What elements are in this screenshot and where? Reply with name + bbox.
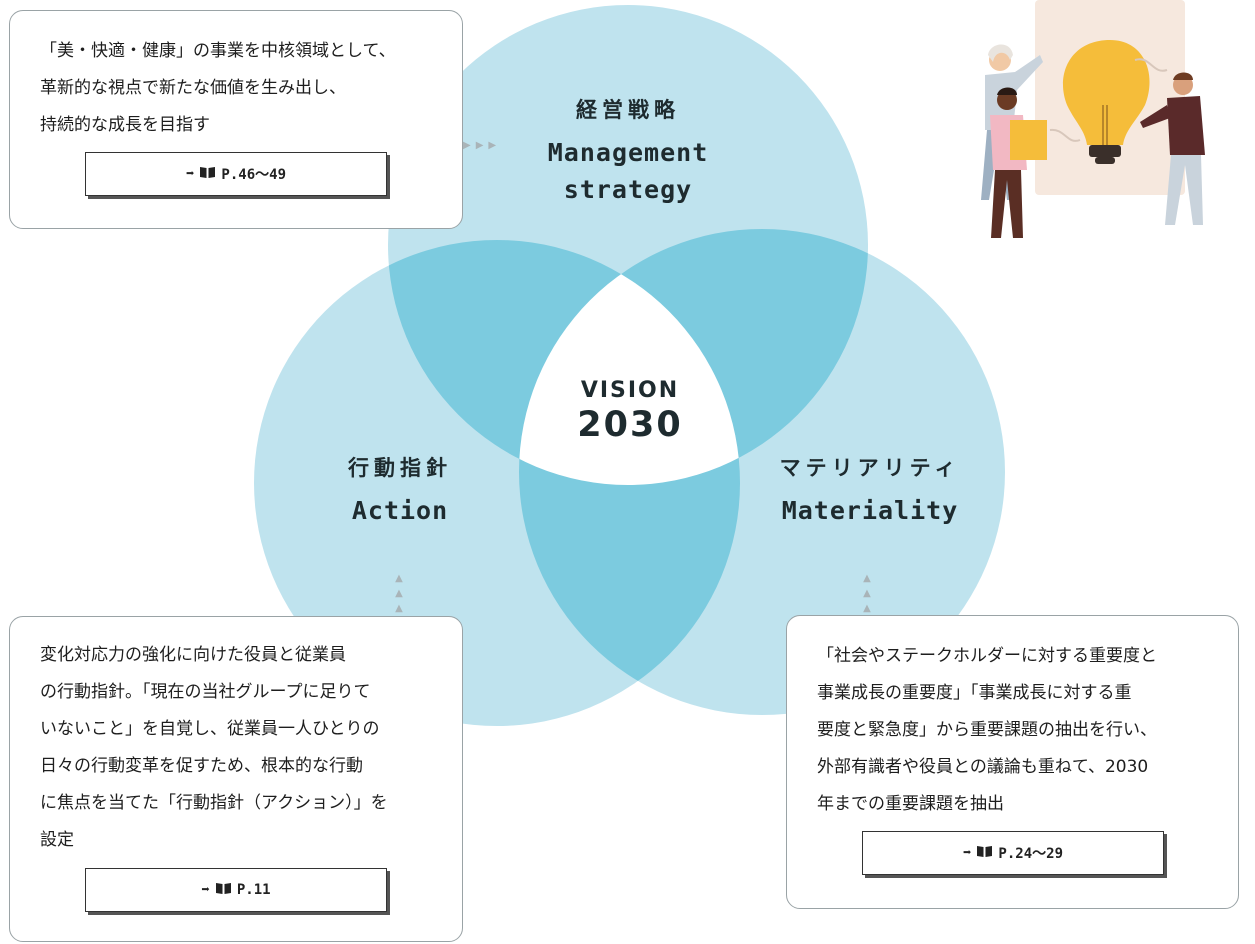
description-line: 外部有識者や役員との議論も重ねて、2030 [817,757,1149,777]
vision-title: VISION [580,378,680,403]
description-line: 革新的な視点で新たな価値を生み出し、 [40,78,346,98]
management-strategy-label: 経営戦略 Management strategy [508,94,748,208]
description-line: 「美・快適・健康」の事業を中核領域として、 [40,41,396,61]
vision-2030-label: VISION 2030 [530,378,730,445]
description-line: の行動指針。「現在の当社グループに足りて [40,682,371,702]
page-reference-label: P.11 [236,882,271,898]
up-arrow-icon: ▲ [395,603,403,614]
materiality-label: マテリアリティ Materiality [745,452,995,529]
arrow-right-icon: ➡ [185,166,195,182]
arrow-to-action: ▲ ▲ ▲ [392,573,406,614]
up-arrow-icon: ▲ [863,603,871,614]
page-reference-button[interactable]: ➡ P.46～49 [85,152,387,196]
book-icon [200,166,216,182]
materiality-description: 「社会やステークホルダーに対する重要度と 事業成長の重要度」「事業成長に対する重… [817,638,1157,823]
bulb-base [1089,145,1121,157]
bulb-tip [1095,157,1115,164]
book-icon [977,845,993,861]
description-line: 年までの重要課題を抽出 [817,794,1004,814]
page-reference-label: P.46～49 [221,167,286,183]
description-line: 事業成長の重要度」「事業成長に対する重 [817,683,1132,703]
materiality-en: Materiality [781,496,959,525]
puzzle-piece-icon [1010,120,1047,160]
light-bulb-icon [1062,40,1150,145]
book-icon [215,882,231,898]
up-arrow-icon: ▲ [395,573,403,584]
up-arrow-icon: ▲ [863,588,871,599]
description-line: 日々の行動変革を促すため、根本的な行動 [40,756,363,776]
management-strategy-description: 「美・快適・健康」の事業を中核領域として、 革新的な視点で新たな価値を生み出し、… [40,33,396,144]
description-line: 変化対応力の強化に向けた役員と従業員 [40,645,346,665]
arrow-right-icon: ➡ [962,845,972,861]
circle-layer [254,5,1005,726]
action-description: 変化対応力の強化に向けた役員と従業員 の行動指針。「現在の当社グループに足りて … [40,637,388,859]
description-line: に焦点を当てた「行動指針（アクション）」を [40,793,388,813]
vision-year: 2030 [577,405,683,445]
puzzle-teamwork-illustration [981,0,1205,238]
page-reference-button[interactable]: ➡ P.11 [85,868,387,912]
management-strategy-en-line2: strategy [563,175,693,204]
action-jp: 行動指針 [348,456,452,480]
description-line: 要度と緊急度」から重要課題の抽出を行い、 [817,720,1157,740]
description-line: いないこと」を自覚し、従業員一人ひとりの [40,719,380,739]
description-line: 持続的な成長を目指す [40,115,210,135]
management-strategy-box: 「美・快適・健康」の事業を中核領域として、 革新的な視点で新たな価値を生み出し、… [9,10,463,229]
center-vision [519,240,740,485]
up-arrow-icon: ▲ [863,573,871,584]
arrow-right-icon: ➡ [201,882,210,898]
action-en: Action [351,496,449,525]
up-arrow-icon: ▲ [395,588,403,599]
management-strategy-jp: 経営戦略 [576,98,680,122]
description-line: 設定 [40,830,74,850]
arrow-to-materiality: ▲ ▲ ▲ [860,573,874,614]
management-strategy-en-line1: Management [547,138,709,167]
materiality-jp: マテリアリティ [779,456,961,480]
page-reference-label: P.24～29 [998,846,1063,862]
materiality-box: 「社会やステークホルダーに対する重要度と 事業成長の重要度」「事業成長に対する重… [786,615,1239,909]
action-label: 行動指針 Action [290,452,510,529]
action-box: 変化対応力の強化に向けた役員と従業員 の行動指針。「現在の当社グループに足りて … [9,616,463,942]
description-line: 「社会やステークホルダーに対する重要度と [817,646,1157,666]
page-reference-button[interactable]: ➡ P.24～29 [862,831,1164,875]
arrow-to-management-strategy: ▶▶▶ [463,140,502,151]
